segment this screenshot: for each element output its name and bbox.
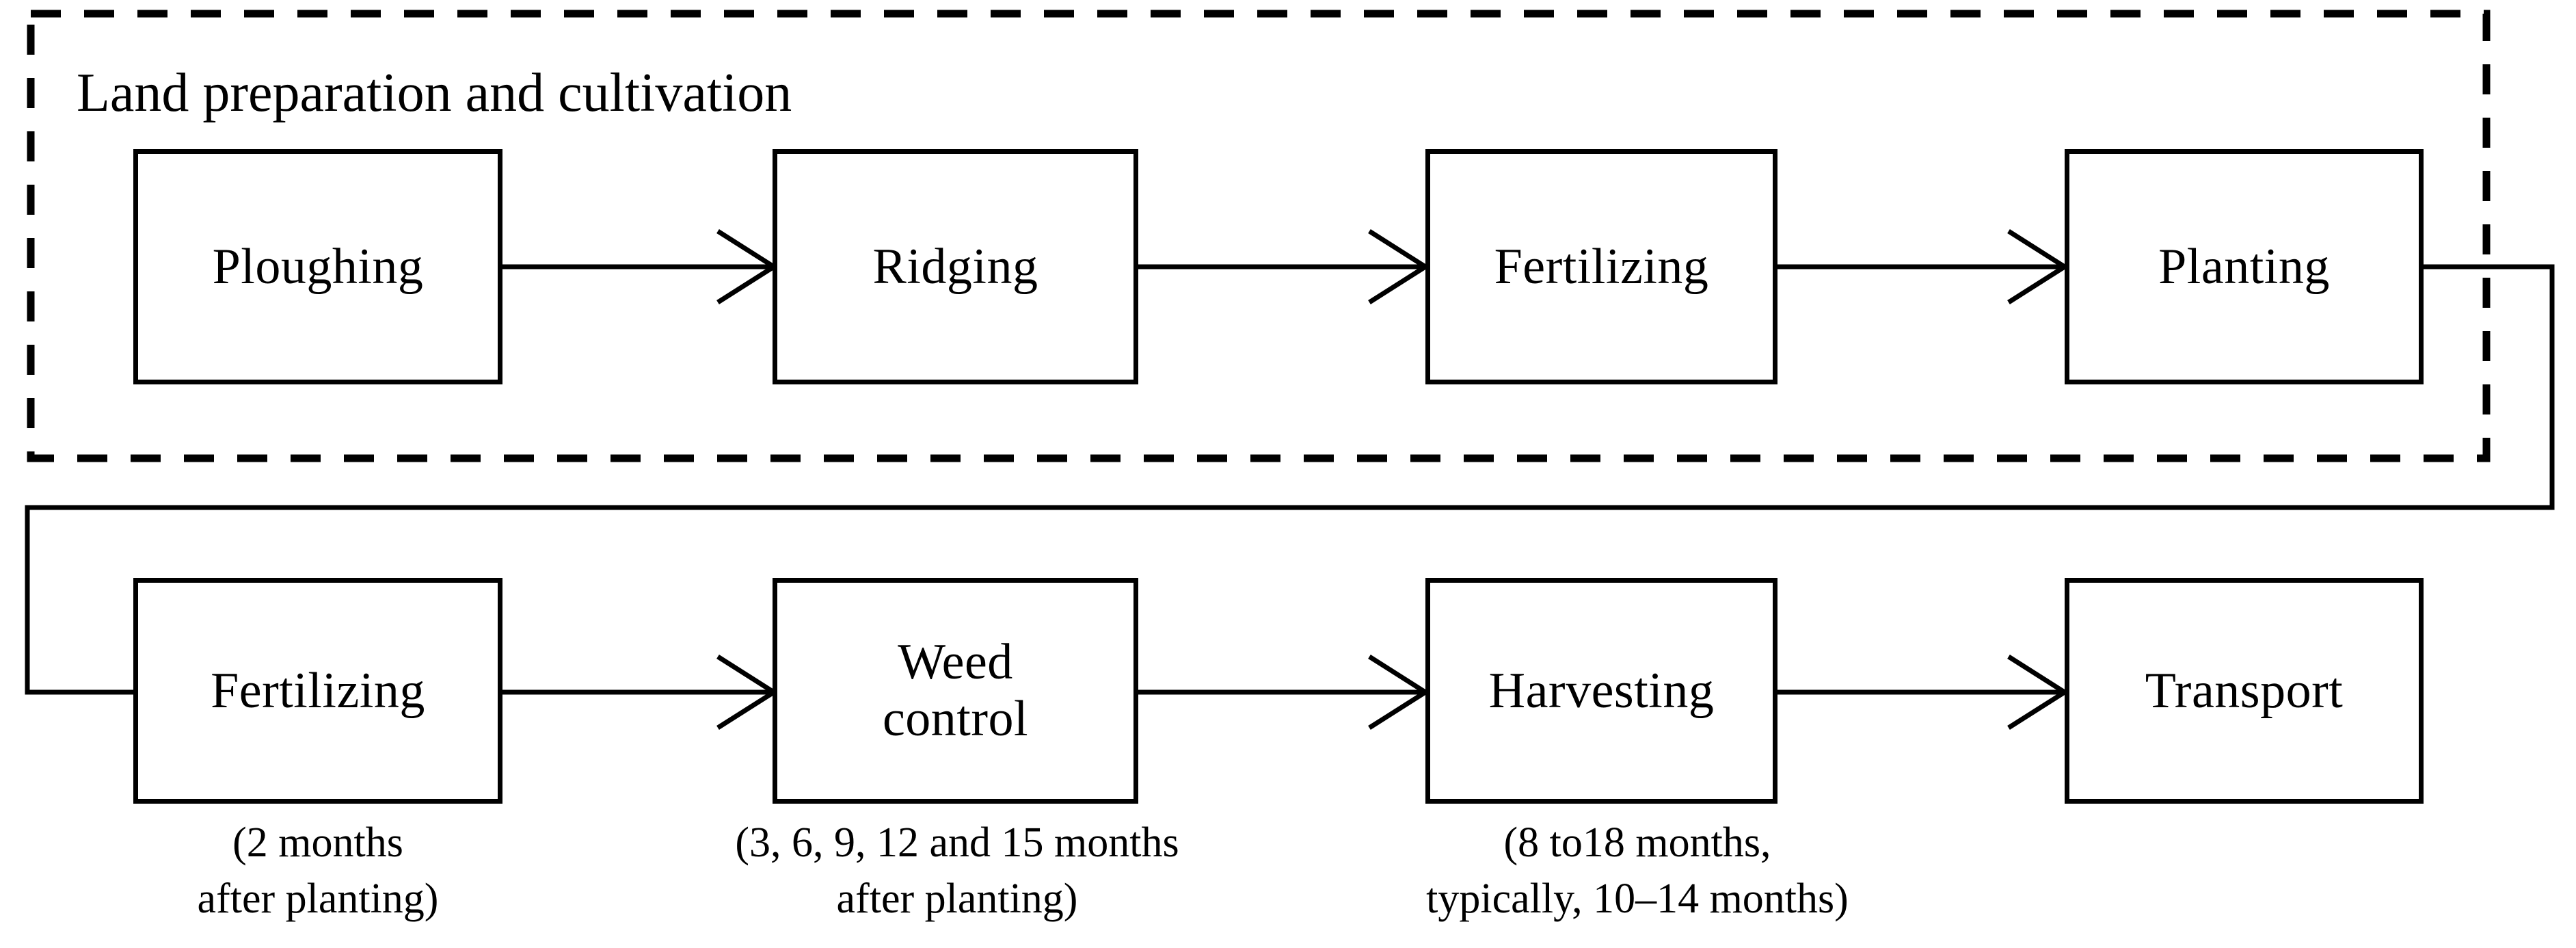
edge-planting-fertilizing2 xyxy=(25,264,2555,695)
node-weed-control-label: Weed control xyxy=(882,634,1029,747)
node-transport[interactable]: Transport xyxy=(2065,578,2424,804)
node-fertilizing-row1[interactable]: Fertilizing xyxy=(1425,149,1777,384)
node-ploughing[interactable]: Ploughing xyxy=(133,149,502,384)
node-planting[interactable]: Planting xyxy=(2065,149,2424,384)
node-planting-label: Planting xyxy=(2158,238,2330,295)
node-transport-label: Transport xyxy=(2145,662,2344,719)
node-fertilizing-row2-label: Fertilizing xyxy=(211,662,425,719)
group-title: Land preparation and cultivation xyxy=(77,63,792,123)
caption-harvesting: (8 to18 months, typically, 10–14 months) xyxy=(1426,819,1849,922)
caption-fertilizing-row2: (2 months after planting) xyxy=(197,819,439,922)
caption-weed-control: (3, 6, 9, 12 and 15 months after plantin… xyxy=(735,819,1179,922)
node-fertilizing-row1-label: Fertilizing xyxy=(1494,238,1709,295)
node-fertilizing-row2[interactable]: Fertilizing xyxy=(133,578,502,804)
group-dashed-border xyxy=(27,10,2491,462)
node-harvesting-label: Harvesting xyxy=(1488,662,1715,719)
node-harvesting[interactable]: Harvesting xyxy=(1425,578,1777,804)
node-ridging[interactable]: Ridging xyxy=(773,149,1138,384)
node-ploughing-label: Ploughing xyxy=(212,238,424,295)
node-ridging-label: Ridging xyxy=(872,238,1038,295)
node-weed-control[interactable]: Weed control xyxy=(773,578,1138,804)
